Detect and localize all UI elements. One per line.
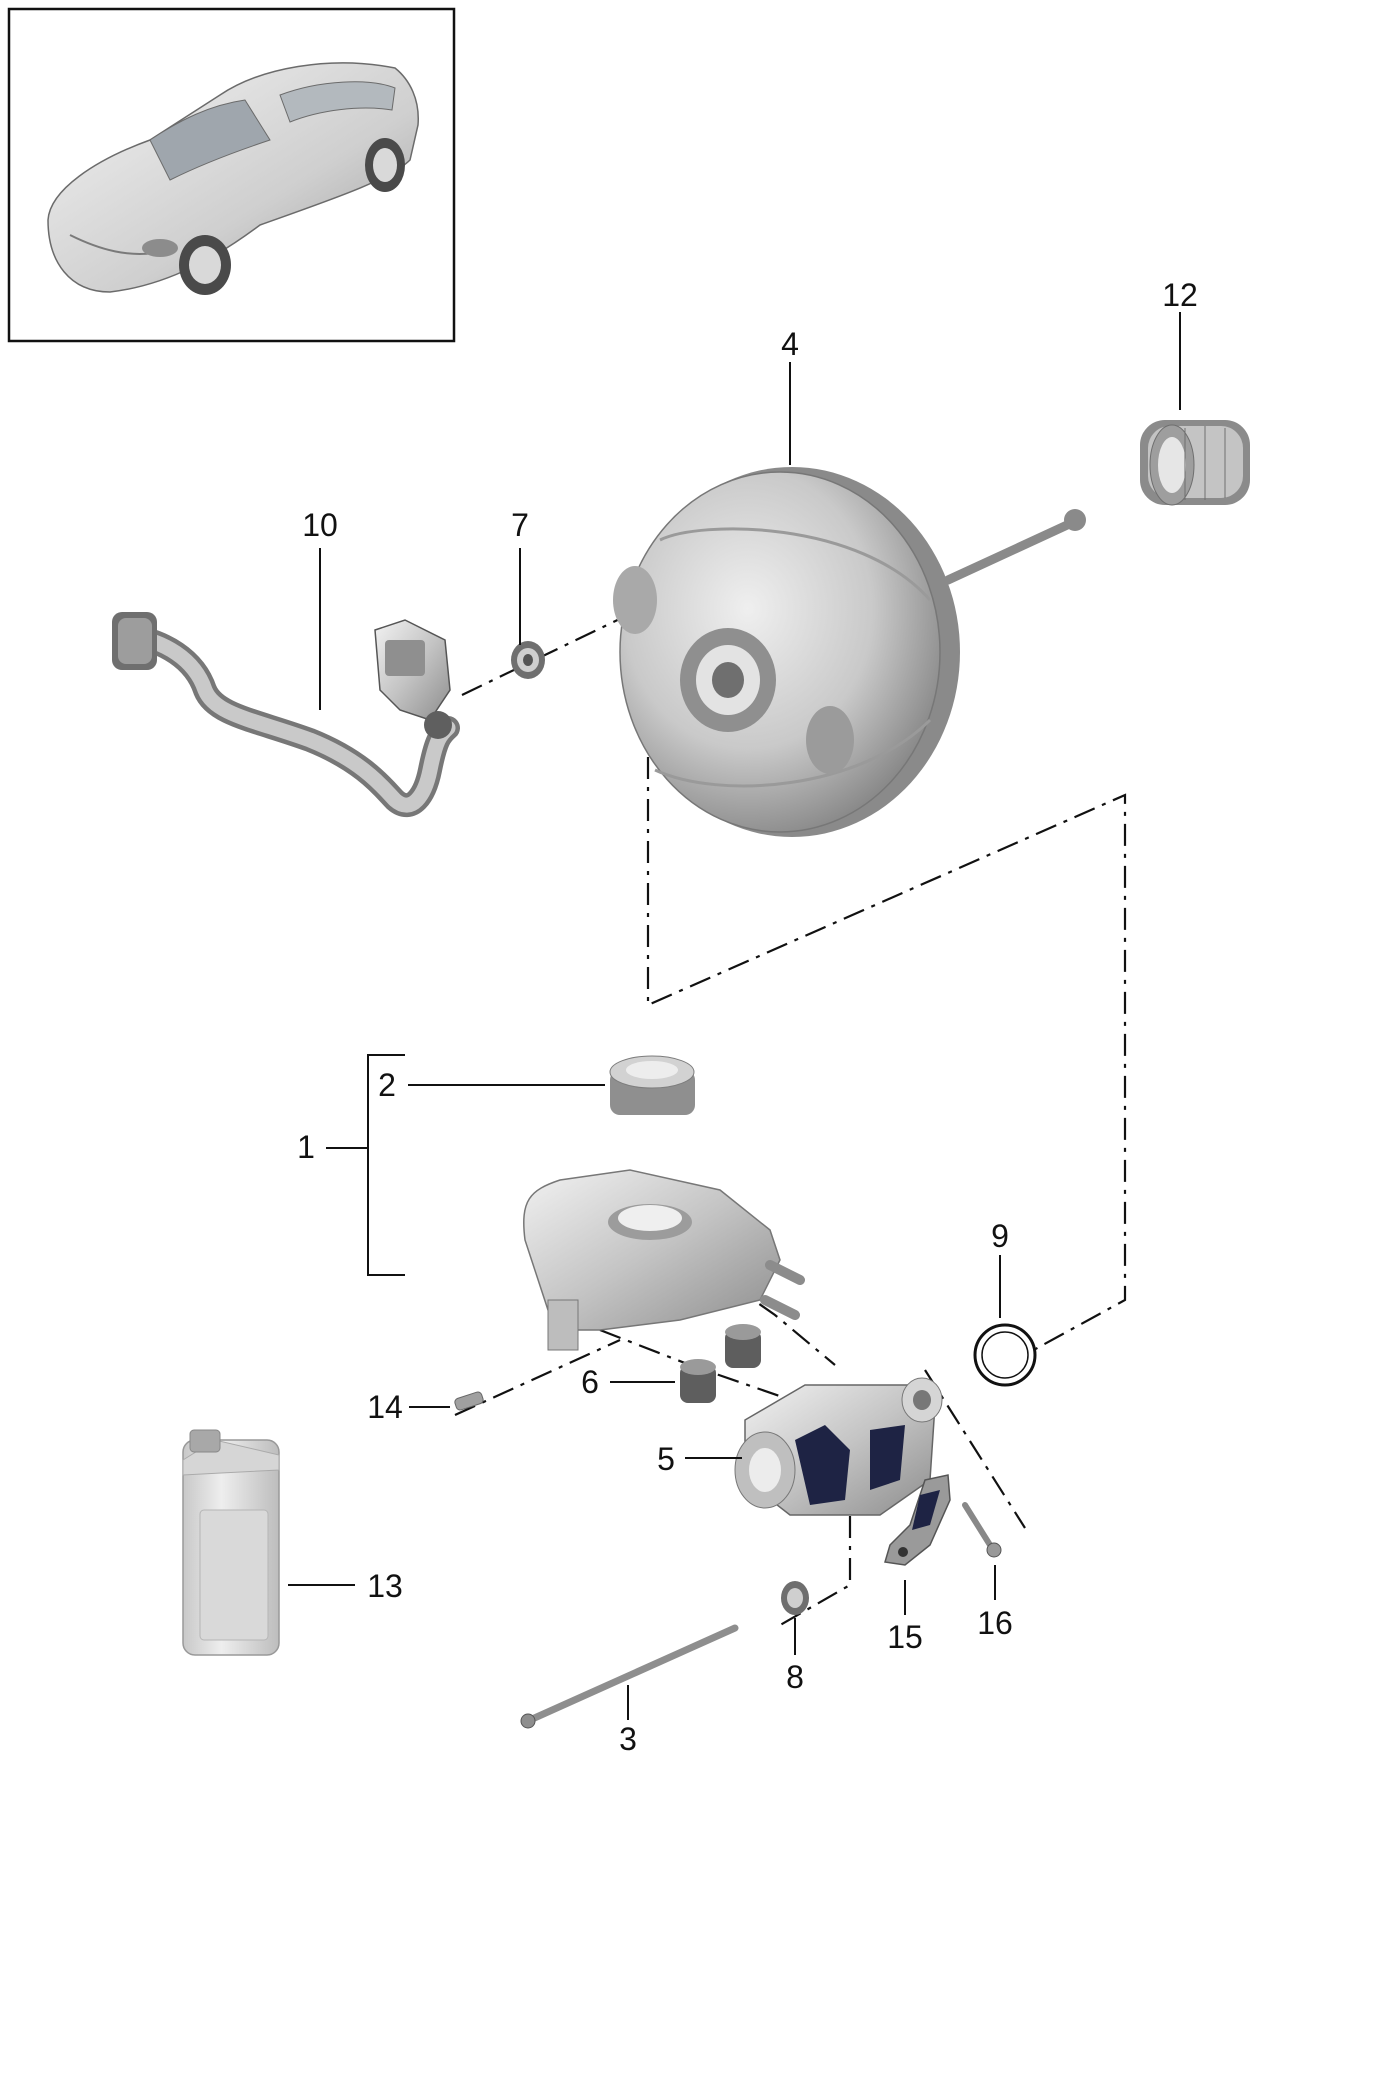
part-4-brake-booster — [613, 467, 1086, 837]
callout-10: 10 — [302, 507, 338, 543]
car-illustration — [47, 62, 419, 295]
leader-lines — [288, 312, 1181, 1720]
callout-1: 1 — [297, 1129, 315, 1165]
callout-13: 13 — [367, 1568, 403, 1604]
part-13-fluid-bottle — [182, 1429, 280, 1656]
callout-16: 16 — [977, 1605, 1013, 1641]
callout-15: 15 — [887, 1619, 923, 1655]
part-3-push-rod — [520, 1624, 739, 1729]
part-7-grommet — [511, 641, 545, 679]
part-16-bolt — [962, 1502, 1002, 1558]
part-2-reservoir-cap — [609, 1055, 695, 1115]
callout-2: 2 — [378, 1067, 396, 1103]
part-5-master-cylinder — [734, 1377, 943, 1516]
callout-5: 5 — [657, 1441, 675, 1477]
callout-6: 6 — [581, 1364, 599, 1400]
part-8-grommet — [781, 1581, 809, 1615]
part-14-pin — [454, 1391, 484, 1411]
vehicle-thumbnail — [7, 7, 456, 343]
callout-4: 4 — [781, 326, 799, 362]
part-10-vacuum-hose — [112, 612, 460, 818]
part-1-reservoir-body — [523, 1169, 805, 1351]
part-6-seals — [680, 1324, 761, 1403]
callout-12: 12 — [1162, 277, 1198, 313]
callout-labels: 1 2 3 4 5 6 7 8 9 10 12 13 14 15 16 — [297, 277, 1198, 1757]
part-1-bracket — [326, 1054, 405, 1276]
callout-14: 14 — [367, 1389, 403, 1425]
part-12-bellows — [1140, 420, 1250, 506]
part-9-o-ring — [973, 1323, 1037, 1387]
callout-9: 9 — [991, 1218, 1009, 1254]
callout-3: 3 — [619, 1721, 637, 1757]
callout-8: 8 — [786, 1659, 804, 1695]
part-15-bracket — [884, 1474, 951, 1566]
callout-7: 7 — [511, 507, 529, 543]
